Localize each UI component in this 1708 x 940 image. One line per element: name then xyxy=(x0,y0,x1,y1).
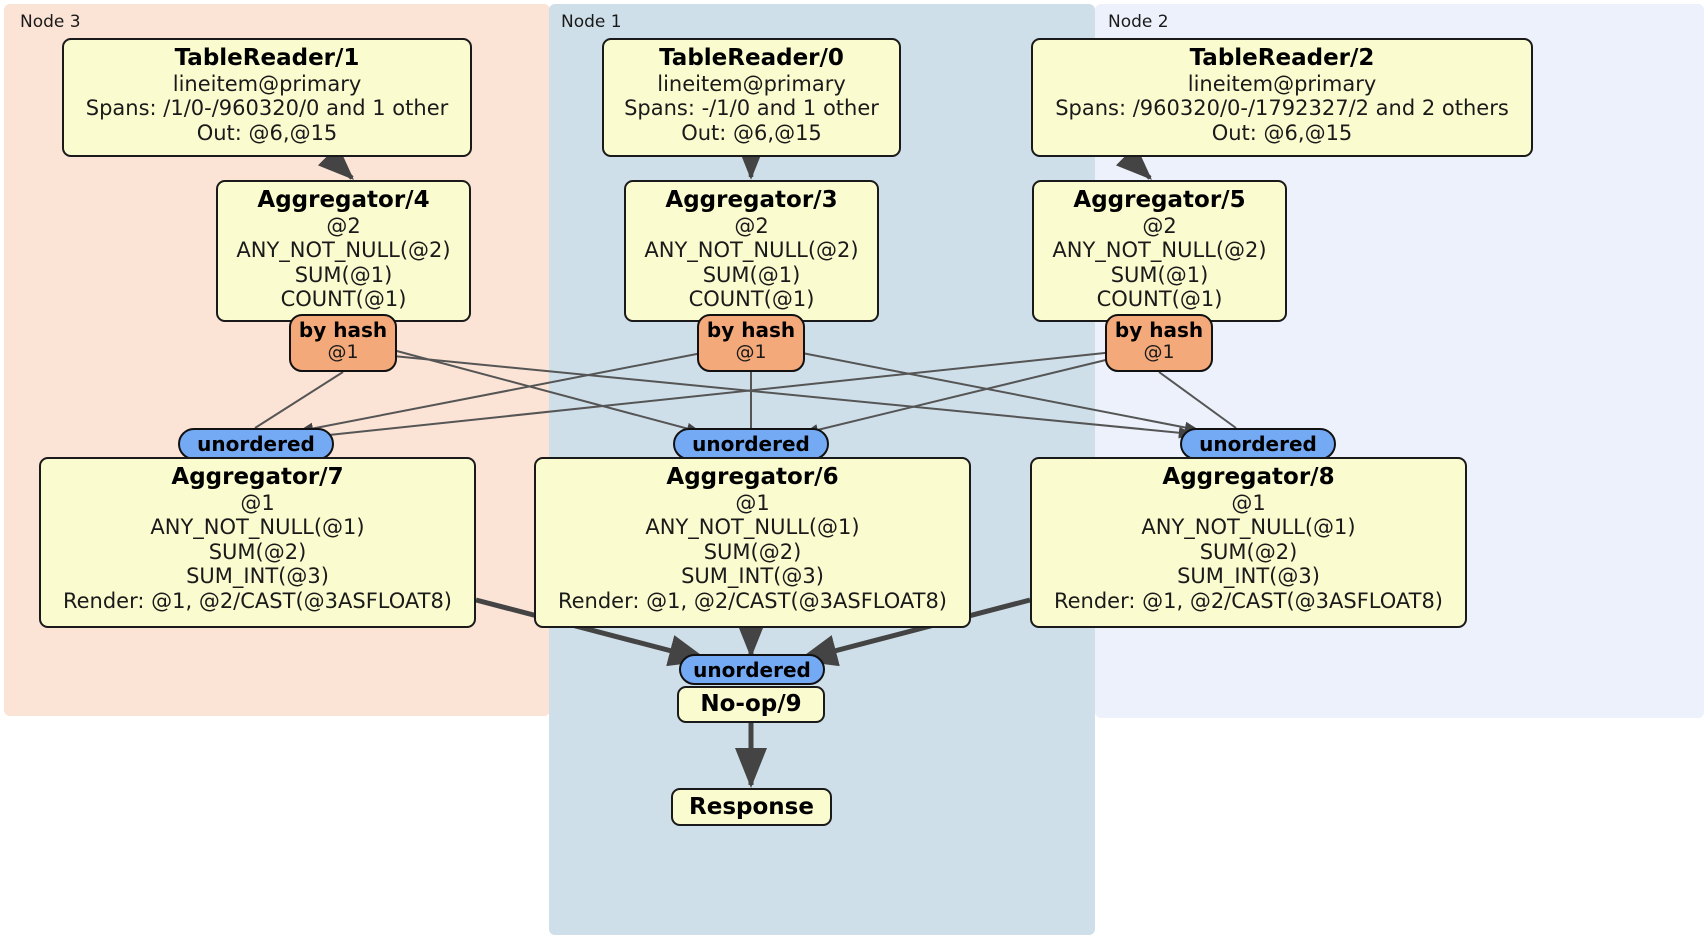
processor-title: Aggregator/3 xyxy=(665,187,838,213)
processor-line: COUNT(@1) xyxy=(1096,287,1223,312)
processor-title: Aggregator/4 xyxy=(257,187,430,213)
processor-line: @1 xyxy=(1231,490,1266,515)
processor-aggregator-4[interactable]: Aggregator/4 @2 ANY_NOT_NULL(@2) SUM(@1)… xyxy=(216,180,471,322)
processor-line: @1 xyxy=(240,490,275,515)
processor-response[interactable]: Response xyxy=(671,788,832,826)
processor-line: ANY_NOT_NULL(@2) xyxy=(644,238,859,263)
processor-line: lineitem@primary xyxy=(657,71,846,96)
processor-table-reader-1[interactable]: TableReader/1 lineitem@primary Spans: /1… xyxy=(62,38,472,157)
processor-line: Out: @6,@15 xyxy=(1211,120,1353,145)
processor-line: @2 xyxy=(1142,213,1177,238)
processor-line: @1 xyxy=(735,490,770,515)
processor-line: Spans: /960320/0-/1792327/2 and 2 others xyxy=(1055,96,1509,121)
processor-aggregator-6[interactable]: Aggregator/6 @1 ANY_NOT_NULL(@1) SUM(@2)… xyxy=(534,457,971,628)
processor-aggregator-5[interactable]: Aggregator/5 @2 ANY_NOT_NULL(@2) SUM(@1)… xyxy=(1032,180,1287,322)
router-label: by hash xyxy=(298,318,388,342)
processor-line: COUNT(@1) xyxy=(688,287,815,312)
processor-line: Spans: /1/0-/960320/0 and 1 other xyxy=(85,96,449,121)
processor-line: Render: @1, @2/CAST(@3ASFLOAT8) xyxy=(557,588,948,613)
node-label-node3: Node 3 xyxy=(20,12,81,32)
processor-line: SUM(@2) xyxy=(208,539,307,564)
processor-line: ANY_NOT_NULL(@2) xyxy=(236,238,451,263)
processor-line: Spans: -/1/0 and 1 other xyxy=(624,96,879,121)
router-by-hash-node2[interactable]: by hash @1 xyxy=(1105,314,1213,372)
router-by-hash-node3[interactable]: by hash @1 xyxy=(289,314,397,372)
processor-aggregator-7[interactable]: Aggregator/7 @1 ANY_NOT_NULL(@1) SUM(@2)… xyxy=(39,457,476,628)
processor-no-op-9[interactable]: No-op/9 xyxy=(677,686,825,723)
processor-line: SUM_INT(@3) xyxy=(1177,564,1320,589)
processor-title: TableReader/1 xyxy=(174,45,360,71)
processor-line: ANY_NOT_NULL(@2) xyxy=(1052,238,1267,263)
router-label: unordered xyxy=(1199,432,1317,456)
router-unordered-node2[interactable]: unordered xyxy=(1180,428,1336,460)
router-label: unordered xyxy=(693,657,811,682)
node-label-node1: Node 1 xyxy=(561,12,622,32)
processor-line: SUM_INT(@3) xyxy=(186,564,329,589)
router-unordered-node1[interactable]: unordered xyxy=(673,428,829,460)
processor-table-reader-2[interactable]: TableReader/2 lineitem@primary Spans: /9… xyxy=(1031,38,1533,157)
processor-line: Render: @1, @2/CAST(@3ASFLOAT8) xyxy=(1053,588,1444,613)
processor-line: Out: @6,@15 xyxy=(196,120,338,145)
processor-line: ANY_NOT_NULL(@1) xyxy=(1141,515,1356,540)
router-unordered-final[interactable]: unordered xyxy=(679,654,825,685)
processor-title: Aggregator/7 xyxy=(171,464,344,490)
node-label-node2: Node 2 xyxy=(1108,12,1169,32)
processor-title: No-op/9 xyxy=(700,691,802,718)
processor-line: COUNT(@1) xyxy=(280,287,407,312)
processor-aggregator-8[interactable]: Aggregator/8 @1 ANY_NOT_NULL(@1) SUM(@2)… xyxy=(1030,457,1467,628)
router-label: unordered xyxy=(692,432,810,456)
processor-title: Aggregator/5 xyxy=(1073,187,1246,213)
router-sublabel: @1 xyxy=(327,341,359,363)
processor-line: SUM_INT(@3) xyxy=(681,564,824,589)
processor-line: SUM(@1) xyxy=(702,262,801,287)
router-sublabel: @1 xyxy=(735,341,767,363)
processor-title: Response xyxy=(689,793,814,820)
processor-line: SUM(@1) xyxy=(294,262,393,287)
processor-table-reader-0[interactable]: TableReader/0 lineitem@primary Spans: -/… xyxy=(602,38,901,157)
processor-line: Render: @1, @2/CAST(@3ASFLOAT8) xyxy=(62,588,453,613)
router-label: by hash xyxy=(1114,318,1204,342)
processor-title: TableReader/0 xyxy=(659,45,844,71)
router-label: by hash xyxy=(706,318,796,342)
processor-line: SUM(@1) xyxy=(1110,262,1209,287)
router-unordered-node3[interactable]: unordered xyxy=(178,428,334,460)
processor-title: Aggregator/8 xyxy=(1162,464,1335,490)
router-by-hash-node1[interactable]: by hash @1 xyxy=(697,314,805,372)
processor-title: Aggregator/6 xyxy=(666,464,839,490)
processor-line: @2 xyxy=(326,213,361,238)
processor-line: ANY_NOT_NULL(@1) xyxy=(150,515,365,540)
processor-line: @2 xyxy=(734,213,769,238)
processor-line: SUM(@2) xyxy=(1199,539,1298,564)
processor-line: Out: @6,@15 xyxy=(681,120,822,145)
router-label: unordered xyxy=(197,432,315,456)
processor-title: TableReader/2 xyxy=(1189,45,1375,71)
router-sublabel: @1 xyxy=(1143,341,1175,363)
processor-aggregator-3[interactable]: Aggregator/3 @2 ANY_NOT_NULL(@2) SUM(@1)… xyxy=(624,180,879,322)
processor-line: ANY_NOT_NULL(@1) xyxy=(645,515,860,540)
processor-line: lineitem@primary xyxy=(1187,71,1377,96)
processor-line: SUM(@2) xyxy=(703,539,802,564)
processor-line: lineitem@primary xyxy=(172,71,362,96)
